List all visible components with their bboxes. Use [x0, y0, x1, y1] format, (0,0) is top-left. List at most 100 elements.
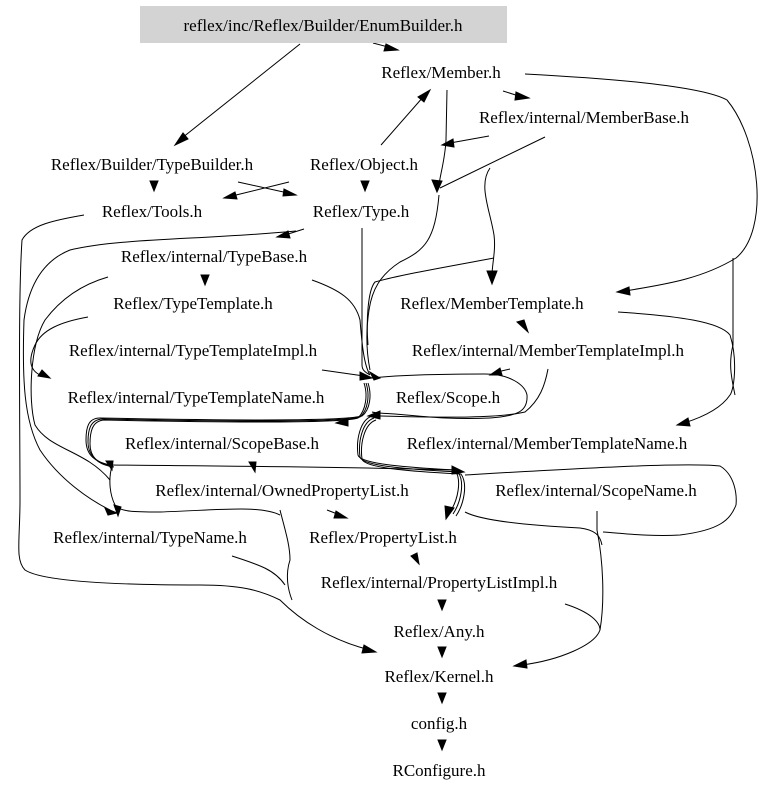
node-any[interactable]: Reflex/Any.h [394, 622, 485, 641]
arrowhead [200, 274, 210, 287]
node-typebase[interactable]: Reflex/internal/TypeBase.h [121, 247, 308, 266]
edge-scope-bundle-r2 [359, 417, 463, 515]
node-object[interactable]: Reflex/Object.h [310, 155, 419, 174]
edge-memberbase-member [449, 135, 490, 144]
node-label: Reflex/Scope.h [396, 388, 501, 407]
edge-scope-scopebase-2 [87, 382, 369, 467]
edge-scope-bundle-r3 [361, 419, 466, 517]
arrowhead [275, 230, 291, 239]
edge-membertemplate-membertemplatename [617, 311, 736, 424]
node-label: Reflex/internal/MemberBase.h [479, 108, 690, 127]
edge-typename-propertylistimpl [231, 555, 286, 586]
arrowhead [437, 739, 447, 752]
arrowhead [383, 43, 400, 52]
edge-scopename-loop [464, 464, 737, 537]
edge-typebase-scope [311, 279, 371, 376]
node-typebuilder[interactable]: Reflex/Builder/TypeBuilder.h [51, 155, 254, 174]
edge-typetemplate-typetemplatename [30, 316, 89, 376]
node-propertylist[interactable]: Reflex/PropertyList.h [309, 528, 457, 547]
arrowhead [615, 286, 631, 296]
arrowhead [675, 417, 691, 427]
arrowhead [359, 371, 374, 381]
node-label: Reflex/Kernel.h [384, 667, 494, 686]
node-rconfigure[interactable]: RConfigure.h [392, 761, 486, 780]
node-typetemplateimpl[interactable]: Reflex/internal/TypeTemplateImpl.h [69, 341, 318, 360]
edge-enumbuilder-typebuilder [181, 43, 301, 139]
arrowhead [282, 188, 298, 197]
arrowhead [37, 369, 52, 379]
arrowhead [486, 270, 498, 286]
arrowhead [113, 504, 122, 518]
edge-scope-bundle-r1 [357, 415, 460, 513]
root-node-highlight [140, 6, 507, 43]
edge-memberbase-scope [366, 257, 495, 346]
node-ownedpropertylist[interactable]: Reflex/internal/OwnedPropertyList.h [155, 481, 409, 500]
arrowhead [173, 132, 189, 147]
arrowhead [437, 646, 447, 659]
node-typetemplate[interactable]: Reflex/TypeTemplate.h [113, 294, 273, 313]
arrowhead [222, 191, 238, 200]
edge-type-scope [361, 228, 371, 376]
arrowhead [437, 692, 447, 705]
edge-typetemplateimpl-scope [321, 369, 365, 377]
edge-scopebase-typename [109, 465, 281, 516]
edge-object-member [380, 95, 425, 146]
node-label: config.h [411, 714, 468, 733]
node-label: Reflex/internal/MemberTemplateName.h [407, 434, 688, 453]
node-label: Reflex/internal/TypeName.h [53, 528, 247, 547]
edges [18, 42, 758, 752]
node-membertemplateimpl[interactable]: Reflex/internal/MemberTemplateImpl.h [412, 341, 685, 360]
node-membertemplatename[interactable]: Reflex/internal/MemberTemplateName.h [407, 434, 688, 453]
arrowhead [333, 510, 349, 519]
node-label: Reflex/internal/TypeBase.h [121, 247, 308, 266]
arrowhead [431, 179, 443, 194]
arrowhead [417, 88, 432, 103]
node-label: reflex/inc/Reflex/Builder/EnumBuilder.h [183, 16, 463, 35]
arrowhead [440, 138, 455, 148]
node-label: Reflex/Type.h [313, 202, 410, 221]
arrowhead [361, 644, 378, 654]
node-label: Reflex/Tools.h [102, 202, 203, 221]
node-scopebase[interactable]: Reflex/internal/ScopeBase.h [125, 434, 320, 453]
arrowhead [334, 417, 349, 427]
node-label: Reflex/internal/TypeTemplateImpl.h [69, 341, 318, 360]
node-typename[interactable]: Reflex/internal/TypeName.h [53, 528, 247, 547]
node-typetemplatename[interactable]: Reflex/internal/TypeTemplateName.h [68, 388, 325, 407]
node-enumbuilder[interactable]: reflex/inc/Reflex/Builder/EnumBuilder.h [140, 6, 507, 43]
node-label: Reflex/internal/ScopeBase.h [125, 434, 320, 453]
node-membertemplate[interactable]: Reflex/MemberTemplate.h [400, 294, 584, 313]
node-kernel[interactable]: Reflex/Kernel.h [384, 667, 494, 686]
edge-propertylistimpl-kernel [564, 603, 601, 631]
node-label: Reflex/Builder/TypeBuilder.h [51, 155, 254, 174]
node-config[interactable]: config.h [411, 714, 468, 733]
edge-object-tools [231, 181, 290, 197]
node-label: Reflex/internal/OwnedPropertyList.h [155, 481, 409, 500]
arrowhead [514, 91, 531, 101]
node-label: Reflex/PropertyList.h [309, 528, 457, 547]
node-memberbase[interactable]: Reflex/internal/MemberBase.h [479, 108, 690, 127]
edge-scope-loop-a [371, 373, 528, 420]
arrowhead [149, 180, 159, 193]
edge-tools-kernel [18, 214, 371, 651]
edge-scope-propertylist-right [464, 511, 603, 546]
node-propertylistimpl[interactable]: Reflex/internal/PropertyListImpl.h [321, 573, 558, 592]
node-tools[interactable]: Reflex/Tools.h [102, 202, 203, 221]
arrowhead [366, 410, 381, 420]
node-scope[interactable]: Reflex/Scope.h [396, 388, 501, 407]
edge-memberbase-type [439, 136, 546, 189]
arrowhead [248, 461, 257, 474]
node-member[interactable]: Reflex/Member.h [381, 63, 501, 82]
node-label: Reflex/internal/ScopeName.h [495, 481, 697, 500]
arrowhead [515, 319, 530, 334]
node-label: Reflex/internal/MemberTemplateImpl.h [412, 341, 685, 360]
edge-typebuilder-type [237, 181, 289, 194]
arrowhead [368, 370, 382, 381]
edge-member-scope [366, 194, 440, 371]
node-scopename[interactable]: Reflex/internal/ScopeName.h [495, 481, 697, 500]
node-label: Reflex/Member.h [381, 63, 501, 82]
edge-typebase-ownedpropertylist [30, 276, 111, 481]
node-type[interactable]: Reflex/Type.h [313, 202, 410, 221]
node-label: Reflex/Any.h [394, 622, 485, 641]
edge-member-type [438, 89, 448, 186]
